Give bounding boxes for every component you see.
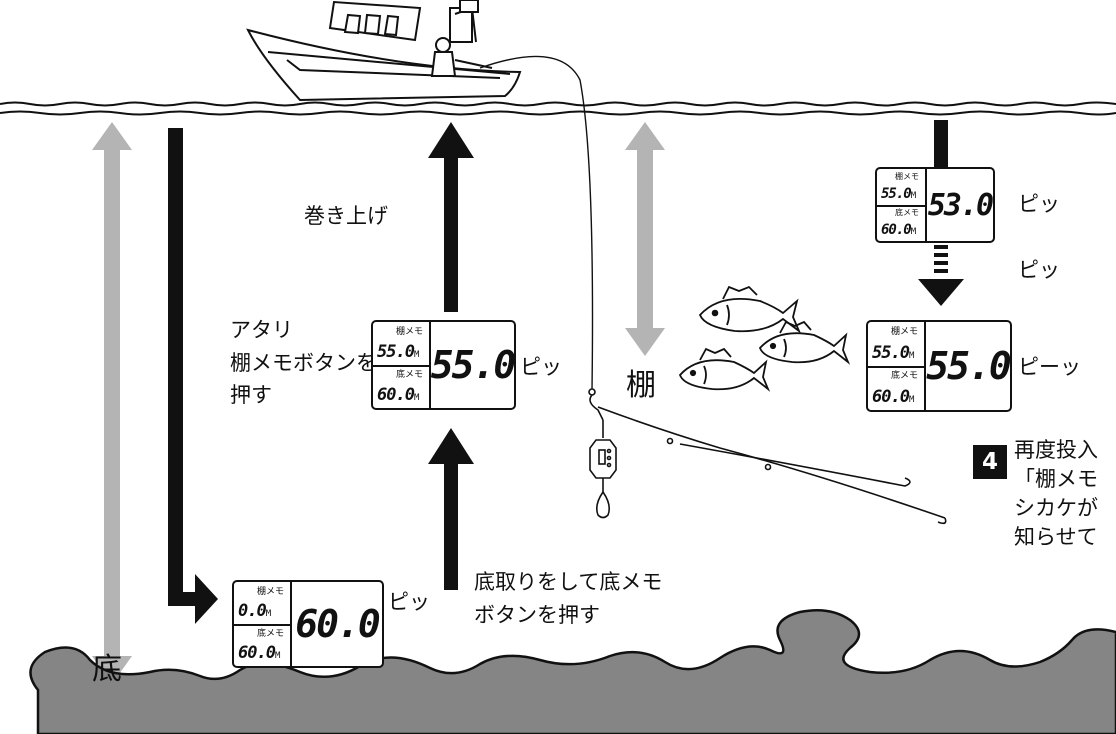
tana-memo-tag: 棚メモ xyxy=(395,327,423,337)
bottom-depth-arrow xyxy=(92,122,132,684)
reel-up-arrow-upper xyxy=(428,122,474,312)
soko-memo-tag: 底メモ xyxy=(895,208,919,217)
main-depth-readout: 55.0 xyxy=(430,343,517,387)
soko-memo-value: 60.0 xyxy=(881,222,912,238)
soko-memo-tag: 底メモ xyxy=(395,370,423,380)
main-depth-readout: 55.0 xyxy=(926,344,1012,388)
beep-middle-label: ピッ xyxy=(520,355,562,379)
beep-right-mid-label: ピッ xyxy=(1018,258,1060,282)
tana-memo-value: 0.0 xyxy=(238,601,267,621)
tana-memo-tag: 棚メモ xyxy=(895,172,919,181)
soko-memo-tag: 底メモ xyxy=(890,371,918,381)
tana-memo-tag: 棚メモ xyxy=(890,327,918,337)
fishing-line xyxy=(479,55,594,391)
soko-memo-value: 60.0 xyxy=(872,387,910,407)
descend-arrow xyxy=(168,128,218,624)
sea-surface xyxy=(0,101,1116,116)
beep-bottom-label: ピッ xyxy=(388,590,430,614)
seabed xyxy=(29,609,1116,734)
reel-up-label: 巻き上げ xyxy=(304,204,388,228)
tana-memo-value: 55.0 xyxy=(377,342,415,362)
soko-memo-value: 60.0 xyxy=(238,643,276,663)
fishing-boat xyxy=(246,0,522,102)
soko-memo-tag: 底メモ xyxy=(256,629,284,639)
sinker-rig xyxy=(588,388,947,525)
tana-memo-tag: 棚メモ xyxy=(256,587,284,597)
sokotori-instruction-label: 底取りをして底メモ ボタンを押す xyxy=(474,570,663,627)
step-number-badge: 4 xyxy=(973,445,1007,479)
step4-description: 再度投入 「棚メモ シカケが 知らせて xyxy=(1014,438,1098,549)
right-descend-arrow xyxy=(918,120,964,306)
fish-school xyxy=(678,285,851,392)
tana-label: 棚 xyxy=(626,368,656,403)
tana-memo-value: 55.0 xyxy=(881,186,912,202)
main-depth-readout: 53.0 xyxy=(927,187,994,223)
atari-instruction-label: アタリ 棚メモボタンを 押す xyxy=(230,318,377,408)
main-depth-readout: 60.0 xyxy=(295,602,381,646)
beep-right-top-label: ピッ xyxy=(1018,192,1060,216)
long-beep-label: ピーッ xyxy=(1018,355,1081,379)
tana-depth-arrow xyxy=(625,122,665,356)
tana-memo-value: 55.0 xyxy=(872,343,910,363)
soko-memo-value: 60.0 xyxy=(377,385,415,405)
soko-label: 底 xyxy=(92,652,122,687)
reel-up-arrow-lower xyxy=(428,428,474,590)
